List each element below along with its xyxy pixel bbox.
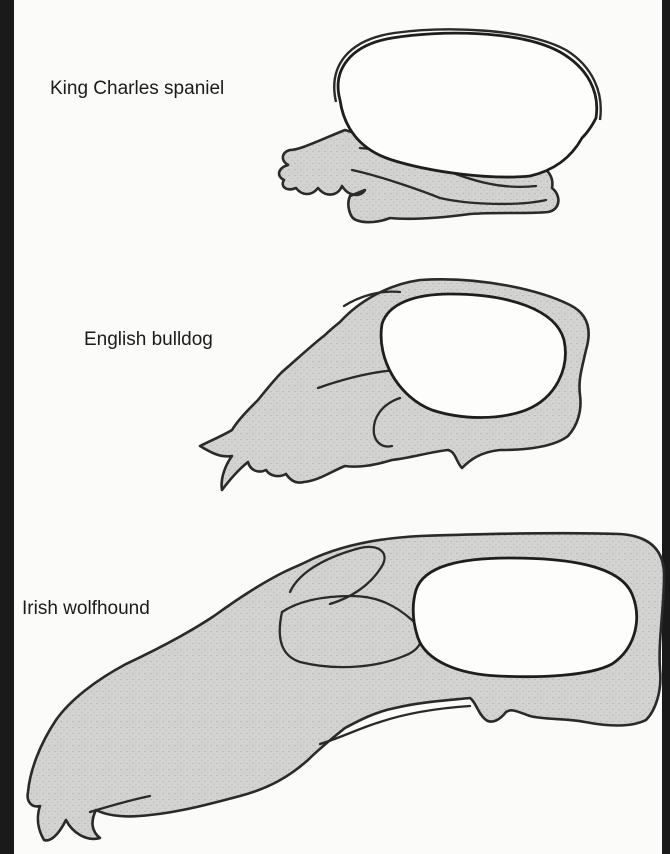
label-king-charles-spaniel: King Charles spaniel bbox=[50, 78, 224, 99]
king-charles-cranium bbox=[338, 33, 597, 177]
king-charles-skull bbox=[279, 29, 601, 222]
irish-wolfhound-cranium bbox=[413, 558, 636, 677]
irish-wolfhound-skull bbox=[28, 533, 664, 840]
label-english-bulldog: English bulldog bbox=[84, 329, 213, 350]
english-bulldog-skull bbox=[200, 279, 589, 490]
label-irish-wolfhound: Irish wolfhound bbox=[22, 598, 150, 619]
